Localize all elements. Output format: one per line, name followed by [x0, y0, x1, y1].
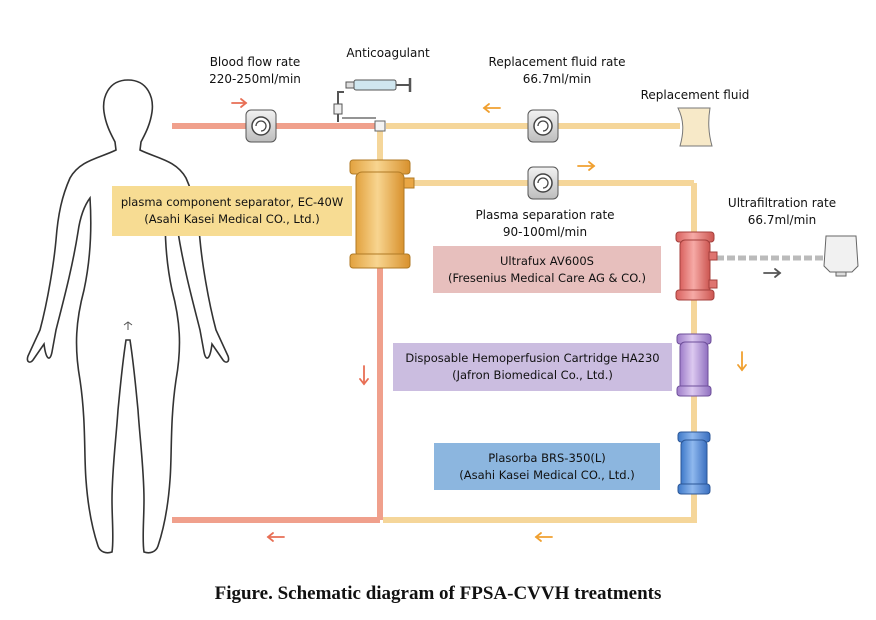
plasma-pump-icon: [527, 166, 559, 200]
blood-pump-icon: [245, 109, 277, 143]
junction-connector: [374, 120, 386, 132]
blood-line: [172, 123, 383, 523]
anticoagulant-label: Anticoagulant: [346, 46, 430, 60]
ultrafux-name: Ultrafux AV600S: [500, 253, 594, 268]
plasma-separator-icon: [349, 159, 415, 269]
ha230-maker: (Jafron Biomedical Co., Ltd.): [452, 368, 613, 382]
ultrafux-filter-icon: [675, 231, 718, 301]
arrow-down-plasma-icon: [737, 351, 747, 372]
ha230-cartridge-icon: [676, 333, 712, 397]
plasorba-info-box: Plasorba BRS-350(L) (Asahi Kasei Medical…: [434, 443, 660, 490]
blood-flow-title: Blood flow rate: [209, 55, 301, 69]
replacement-rate-title: Replacement fluid rate: [488, 55, 626, 69]
ha230-name: Disposable Hemoperfusion Cartridge HA230: [405, 351, 660, 365]
ultrafiltration-title: Ultrafiltration rate: [727, 196, 837, 210]
syringe-icon: [333, 78, 412, 122]
arrow-down-blood-icon: [359, 365, 369, 386]
blood-flow-value: 220-250ml/min: [209, 72, 301, 86]
ultrafux-info-box: Ultrafux AV600S (Fresenius Medical Care …: [433, 246, 661, 293]
replacement-pump-icon: [527, 109, 559, 143]
ultrafux-maker: (Fresenius Medical Care AG & CO.): [448, 270, 646, 285]
plasma-separation-label: Plasma separation rate 90-100ml/min: [470, 207, 620, 241]
ultrafiltration-value: 66.7ml/min: [747, 213, 817, 227]
human-body-icon: [26, 79, 230, 554]
figure-caption: Figure. Schematic diagram of FPSA-CVVH t…: [214, 583, 662, 604]
replacement-bag-icon: [677, 107, 713, 147]
replacement-fluid-label: Replacement fluid: [640, 88, 750, 102]
arrow-left-plasma-icon: [482, 103, 501, 113]
replacement-rate-label: Replacement fluid rate 66.7ml/min: [482, 54, 632, 88]
plasma-separation-title: Plasma separation rate: [475, 208, 615, 222]
separator-info-box: plasma component separator, EC-40W (Asah…: [112, 186, 352, 236]
plasorba-name: Plasorba BRS-350(L): [488, 450, 606, 465]
arrow-left-plasma-bottom-icon: [534, 532, 553, 542]
arrow-right-blood-icon: [231, 98, 248, 108]
arrow-right-ultrafiltrate-icon: [763, 268, 782, 278]
blood-flow-label: Blood flow rate 220-250ml/min: [205, 54, 305, 88]
ultrafiltrate-bag-icon: [823, 235, 859, 277]
plasorba-maker: (Asahi Kasei Medical CO., Ltd.): [459, 467, 635, 482]
separator-maker: (Asahi Kasei Medical CO., Ltd.): [144, 212, 320, 226]
ha230-info-box: Disposable Hemoperfusion Cartridge HA230…: [393, 343, 672, 391]
arrow-right-plasma-icon: [577, 161, 596, 171]
plasma-separation-value: 90-100ml/min: [502, 225, 588, 239]
arrow-left-blood-icon: [266, 532, 285, 542]
ultrafiltration-label: Ultrafiltration rate 66.7ml/min: [722, 195, 842, 229]
replacement-rate-value: 66.7ml/min: [522, 72, 592, 86]
plasorba-column-icon: [677, 431, 711, 495]
separator-name: plasma component separator, EC-40W: [120, 195, 344, 209]
